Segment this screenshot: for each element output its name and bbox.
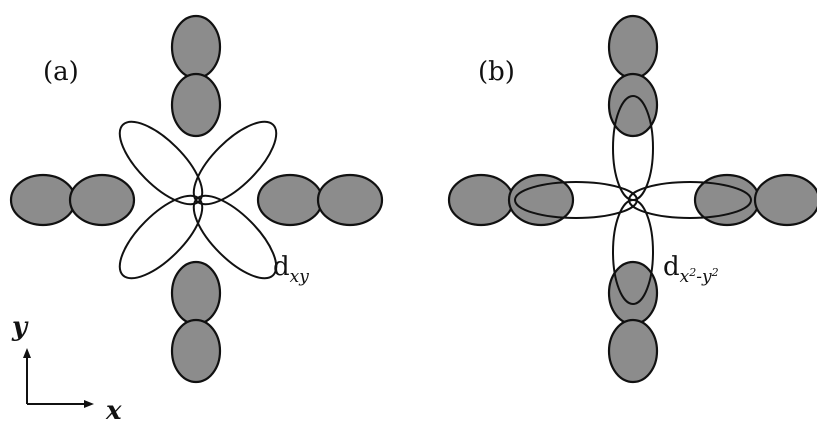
axes (23, 348, 94, 408)
panel-a-label: (a) (43, 57, 79, 87)
lobe (172, 16, 220, 78)
lobe (172, 262, 220, 324)
lobe (172, 74, 220, 136)
y-axis-arrowhead (23, 348, 31, 358)
x-axis-arrowhead (84, 400, 94, 408)
lobe (609, 74, 657, 136)
dxy-label: dxy (273, 252, 309, 282)
dx2y2-label: dx2-y2 (663, 252, 719, 282)
lobe (449, 175, 513, 225)
x-axis-label: x (106, 396, 122, 426)
p-orbital-right (258, 175, 382, 225)
lobe (172, 320, 220, 382)
superscript-2: 2 (712, 266, 719, 279)
lobe (609, 320, 657, 382)
panel-b-label: (b) (478, 57, 515, 87)
subscript-x: x (680, 267, 690, 287)
lobe (609, 262, 657, 324)
subscript-y: y (702, 267, 712, 287)
orbital-subscript: xy (290, 267, 309, 287)
lobe (609, 16, 657, 78)
orbital-base: d (273, 252, 290, 282)
lobe (70, 175, 134, 225)
y-axis-label: y (12, 312, 27, 342)
lobe (258, 175, 322, 225)
p-orbital-left (11, 175, 134, 225)
superscript-1: 2 (689, 266, 696, 279)
p-orbital-bottom (172, 262, 220, 382)
lobe (755, 175, 817, 225)
lobe (11, 175, 75, 225)
lobe (318, 175, 382, 225)
orbital-base: d (663, 252, 680, 282)
p-orbital-top (172, 16, 220, 136)
